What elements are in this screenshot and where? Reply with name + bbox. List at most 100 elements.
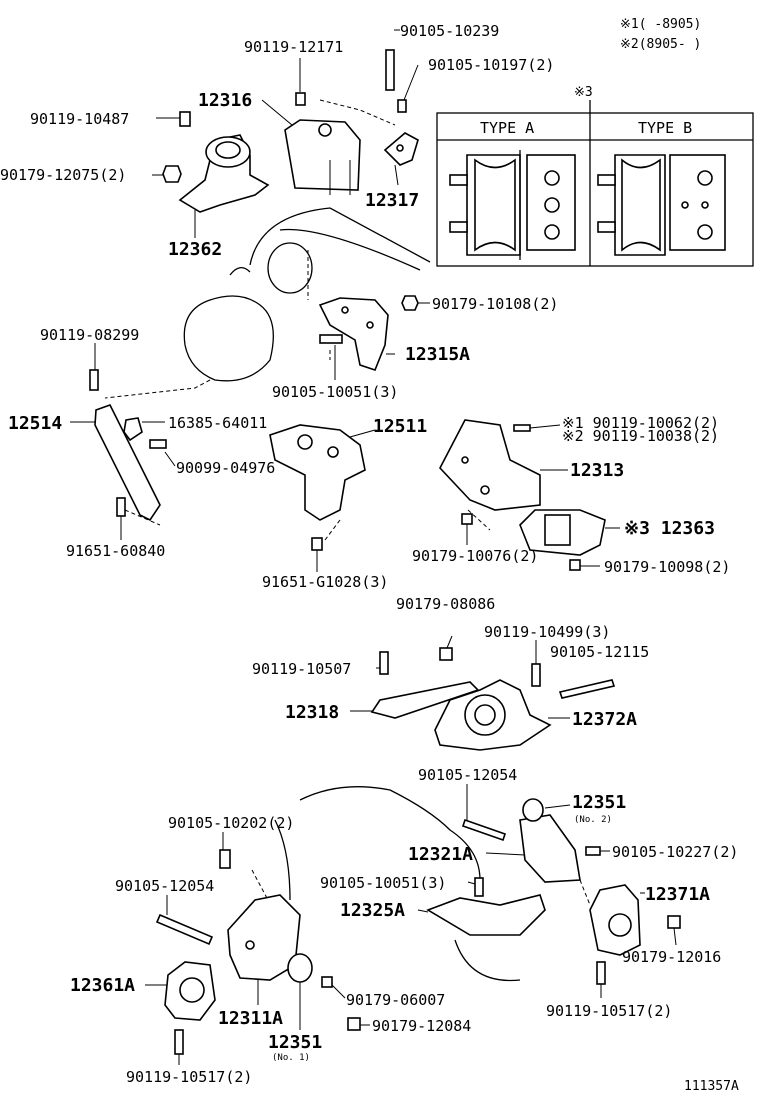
- label-90179-12084: 90179-12084: [372, 1017, 471, 1035]
- note-no2: (No. 2): [574, 815, 612, 825]
- label-90119-08299: 90119-08299: [40, 326, 139, 344]
- bolt-91651-60840: [116, 497, 126, 517]
- transmission-outline: [274, 786, 521, 982]
- label-12363: ※3 12363: [624, 518, 715, 539]
- stopper-12351-no2-drawing: [522, 798, 544, 822]
- nut-16385-64011: [123, 417, 143, 442]
- label-90179-10108: 90179-10108(2): [432, 295, 558, 313]
- mount-12371a-drawing: [589, 884, 641, 956]
- nut-90179-10076: [461, 513, 473, 525]
- label-12362: 12362: [168, 239, 222, 260]
- bracket-12321a-drawing: [519, 814, 581, 883]
- label-90105-10202: 90105-10202(2): [168, 814, 294, 832]
- legend-note-1: ※1( -8905): [620, 17, 701, 32]
- bracket-12313-drawing: [439, 419, 541, 511]
- label-12361a: 12361A: [70, 975, 135, 996]
- label-90099-04976: 90099-04976: [176, 459, 275, 477]
- label-16385-64011: 16385-64011: [168, 414, 267, 432]
- label-12317: 12317: [365, 190, 419, 211]
- label-90179-12075: 90179-12075(2): [0, 166, 126, 184]
- label-90119-10487: 90119-10487: [30, 110, 129, 128]
- note-no1: (No. 1): [272, 1053, 310, 1063]
- label-90119-10507: 90119-10507: [252, 660, 351, 678]
- stopper-12351-no1-drawing: [287, 953, 313, 983]
- label-12321a: 12321A: [408, 844, 473, 865]
- label-90179-08086: 90179-08086: [396, 595, 495, 613]
- mount-12361a-drawing: [164, 961, 216, 1021]
- bolt-90105-10051-b: [474, 877, 484, 897]
- type-box: TYPE A TYPE B: [436, 100, 754, 267]
- bolt-90105-10197: [397, 99, 407, 113]
- label-90179-12016: 90179-12016: [622, 948, 721, 966]
- label-12313: 12313: [570, 460, 624, 481]
- bracket-12318-drawing: [370, 681, 480, 719]
- engine-outline: [183, 207, 431, 382]
- label-12372a: 12372A: [572, 709, 637, 730]
- label-90179-06007: 90179-06007: [346, 991, 445, 1009]
- bracket-12315a-drawing: [318, 297, 389, 371]
- label-91651-60840: 91651-60840: [66, 542, 165, 560]
- label-12514: 12514: [8, 413, 62, 434]
- label-12351-no2: 12351: [572, 792, 626, 813]
- bolt-90119-10517-left: [174, 1029, 184, 1055]
- label-91651-g1028: 91651-G1028(3): [262, 573, 388, 591]
- rod-12514-drawing: [94, 404, 161, 522]
- label-90105-10051-b: 90105-10051(3): [320, 874, 446, 892]
- nut-90179-12016: [667, 915, 681, 929]
- bracket-12325a-drawing: [426, 894, 546, 936]
- type-b-mount-drawing: [597, 154, 726, 256]
- label-12325a: 12325A: [340, 900, 405, 921]
- nut-90179-06007: [321, 976, 333, 988]
- bolt-90119-10487: [179, 111, 191, 127]
- diagram-id: 111357A: [684, 1079, 739, 1094]
- label-90105-10197: 90105-10197(2): [428, 56, 554, 74]
- label-90105-10239: 90105-10239: [400, 22, 499, 40]
- plate-12317-drawing: [383, 132, 419, 166]
- label-90179-10098: 90179-10098(2): [604, 558, 730, 576]
- label-90105-12054-top: 90105-12054: [418, 766, 517, 784]
- label-90119-12171: 90119-12171: [244, 38, 343, 56]
- nut-90179-08086: [439, 647, 453, 661]
- bolt-91651-g1028: [311, 537, 323, 551]
- bolt-90119-08299: [89, 369, 99, 391]
- label-12316: 12316: [198, 90, 252, 111]
- dashed-alignment-lines: [104, 99, 591, 906]
- label-12351-no1: 12351: [268, 1032, 322, 1053]
- label-12315a: 12315A: [405, 344, 470, 365]
- nut-90179-12084: [347, 1017, 361, 1031]
- bolt-90119-10507: [379, 651, 389, 675]
- label-12311a: 12311A: [218, 1008, 283, 1029]
- label-90105-12054-left: 90105-12054: [115, 877, 214, 895]
- bolt-90119-10062: [513, 424, 531, 432]
- bolt-90099-04976: [149, 439, 167, 449]
- mount-12372a-drawing: [434, 679, 552, 751]
- bolt-90119-12171: [295, 92, 306, 106]
- nut-90179-10098: [569, 559, 581, 571]
- bolt-90105-10239: [385, 49, 395, 91]
- label-12511: 12511: [373, 416, 427, 437]
- engine-mount-12362-drawing: [178, 134, 270, 213]
- bolt-90105-12054-top: [461, 818, 507, 842]
- legend-note-3: ※3: [574, 85, 593, 100]
- label-90119-10038: ※2 90119-10038(2): [562, 427, 719, 445]
- bracket-12316-drawing: [284, 119, 361, 195]
- bolt-90119-10517-right: [596, 961, 606, 985]
- leader-lines: [70, 29, 677, 1065]
- bolt-90105-10202: [219, 849, 231, 869]
- label-90119-10062: ※1 90119-10062(2): [562, 414, 719, 432]
- label-90105-10227: 90105-10227(2): [612, 843, 738, 861]
- mount-12363-drawing: [519, 509, 606, 556]
- bolt-90105-12054-left: [155, 913, 214, 946]
- label-90105-10051-3: 90105-10051(3): [272, 383, 398, 401]
- type-a-label: TYPE A: [480, 119, 534, 137]
- bolt-90105-10227: [585, 846, 601, 856]
- bolt-90105-10051: [319, 334, 343, 344]
- bolt-90105-12115: [558, 679, 616, 699]
- part-number-labels: 90105-10239 90119-12171 90105-10197(2) 1…: [0, 22, 739, 1094]
- label-90119-10499: 90119-10499(3): [484, 623, 610, 641]
- label-12371a: 12371A: [645, 884, 710, 905]
- label-90179-10076: 90179-10076(2): [412, 547, 538, 565]
- type-b-label: TYPE B: [638, 119, 692, 137]
- label-90119-10517-right: 90119-10517(2): [546, 1002, 672, 1020]
